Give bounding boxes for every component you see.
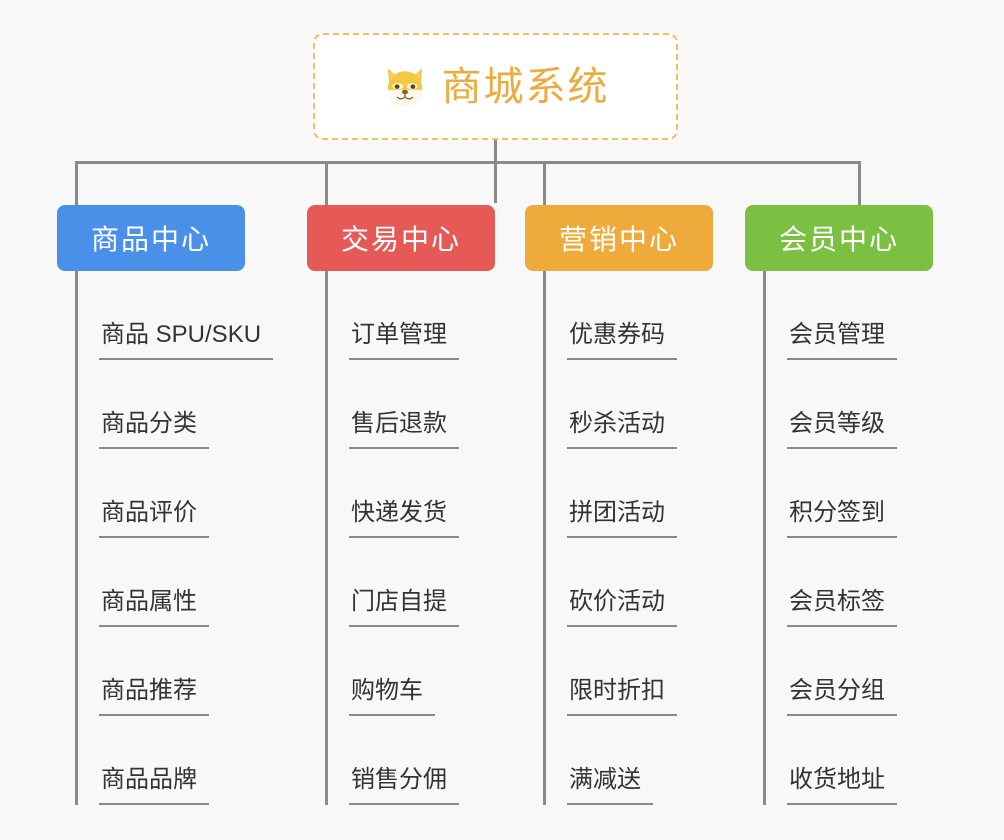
- branch-column-0: 商品中心 商品 SPU/SKU 商品分类 商品评价 商品属性 商品推荐 商品品牌: [57, 205, 274, 805]
- leaf-item-label: 拼团活动: [567, 492, 677, 538]
- branch-spine-2: [543, 271, 546, 805]
- branch-column-1: 交易中心 订单管理 售后退款 快递发货 门店自提 购物车 销售分佣: [307, 205, 495, 805]
- leaf-item-label: 积分签到: [787, 492, 897, 538]
- leaf-item[interactable]: 拼团活动: [525, 449, 713, 538]
- leaf-item-label: 会员等级: [787, 403, 897, 449]
- leaf-list-2: 优惠券码 秒杀活动 拼团活动 砍价活动 限时折扣 满减送: [525, 271, 713, 805]
- leaf-item[interactable]: 商品评价: [57, 449, 245, 538]
- leaf-item[interactable]: 积分签到: [745, 449, 933, 538]
- branch-header-label: 商品中心: [90, 224, 211, 255]
- leaf-item-label: 限时折扣: [567, 670, 677, 716]
- branch-spine-3: [763, 271, 766, 805]
- branch-header-label: 会员中心: [778, 224, 899, 255]
- leaf-item-label: 商品属性: [99, 581, 209, 627]
- leaf-item[interactable]: 快递发货: [307, 449, 495, 538]
- leaf-item[interactable]: 购物车: [307, 627, 495, 716]
- leaf-item-label: 销售分佣: [349, 759, 459, 805]
- leaf-item-label: 会员管理: [787, 314, 897, 360]
- leaf-item[interactable]: 会员分组: [745, 627, 933, 716]
- leaf-item-label: 售后退款: [349, 403, 459, 449]
- leaf-list-3: 会员管理 会员等级 积分签到 会员标签 会员分组 收货地址: [745, 271, 933, 805]
- leaf-item[interactable]: 会员等级: [745, 360, 933, 449]
- branch-column-3: 会员中心 会员管理 会员等级 积分签到 会员标签 会员分组 收货地址: [745, 205, 933, 805]
- dog-face-icon: [382, 64, 428, 110]
- leaf-item-label: 商品 SPU/SKU: [99, 314, 274, 360]
- leaf-item[interactable]: 门店自提: [307, 538, 495, 627]
- leaf-item[interactable]: 满减送: [525, 716, 713, 805]
- leaf-item-label: 收货地址: [787, 759, 897, 805]
- leaf-item-label: 商品品牌: [99, 759, 209, 805]
- leaf-item-label: 门店自提: [349, 581, 459, 627]
- leaf-item[interactable]: 订单管理: [307, 271, 495, 360]
- leaf-item[interactable]: 砍价活动: [525, 538, 713, 627]
- leaf-item-label: 会员分组: [787, 670, 897, 716]
- leaf-item-label: 商品分类: [99, 403, 209, 449]
- leaf-item[interactable]: 售后退款: [307, 360, 495, 449]
- leaf-item[interactable]: 商品推荐: [57, 627, 245, 716]
- leaf-item[interactable]: 销售分佣: [307, 716, 495, 805]
- branch-header-0[interactable]: 商品中心: [57, 205, 245, 271]
- leaf-item-label: 满减送: [567, 759, 653, 805]
- connector-horizontal-bus: [75, 161, 861, 164]
- branch-spine-1: [325, 271, 328, 805]
- leaf-item-label: 购物车: [349, 670, 435, 716]
- connector-drop-branch-3: [858, 161, 861, 207]
- leaf-list-1: 订单管理 售后退款 快递发货 门店自提 购物车 销售分佣: [307, 271, 495, 805]
- leaf-item[interactable]: 会员标签: [745, 538, 933, 627]
- leaf-item[interactable]: 限时折扣: [525, 627, 713, 716]
- leaf-item-label: 砍价活动: [567, 581, 677, 627]
- root-node-label: 商城系统: [441, 64, 610, 109]
- leaf-item-label: 商品评价: [99, 492, 209, 538]
- branch-header-label: 营销中心: [558, 224, 679, 255]
- connector-drop-branch-0: [75, 161, 78, 207]
- branch-header-1[interactable]: 交易中心: [307, 205, 495, 271]
- branch-spine-0: [75, 271, 78, 805]
- leaf-item[interactable]: 商品品牌: [57, 716, 245, 805]
- leaf-item-label: 优惠券码: [567, 314, 677, 360]
- leaf-item-label: 快递发货: [349, 492, 459, 538]
- leaf-item-label: 会员标签: [787, 581, 897, 627]
- leaf-item[interactable]: 商品属性: [57, 538, 245, 627]
- root-node-mall-system[interactable]: 商城系统: [313, 33, 678, 140]
- leaf-list-0: 商品 SPU/SKU 商品分类 商品评价 商品属性 商品推荐 商品品牌: [57, 271, 274, 805]
- leaf-item[interactable]: 会员管理: [745, 271, 933, 360]
- leaf-item[interactable]: 商品分类: [57, 360, 245, 449]
- leaf-item[interactable]: 商品 SPU/SKU: [57, 271, 274, 360]
- leaf-item-label: 秒杀活动: [567, 403, 677, 449]
- connector-drop-branch-1: [325, 161, 328, 207]
- leaf-item-label: 商品推荐: [99, 670, 209, 716]
- branch-header-2[interactable]: 营销中心: [525, 205, 713, 271]
- branch-column-2: 营销中心 优惠券码 秒杀活动 拼团活动 砍价活动 限时折扣 满减送: [525, 205, 713, 805]
- branch-header-3[interactable]: 会员中心: [745, 205, 933, 271]
- branch-header-label: 交易中心: [340, 224, 461, 255]
- leaf-item[interactable]: 收货地址: [745, 716, 933, 805]
- connector-root-stem: [494, 140, 497, 203]
- leaf-item[interactable]: 秒杀活动: [525, 360, 713, 449]
- leaf-item[interactable]: 优惠券码: [525, 271, 713, 360]
- leaf-item-label: 订单管理: [349, 314, 459, 360]
- connector-drop-branch-2: [543, 161, 546, 207]
